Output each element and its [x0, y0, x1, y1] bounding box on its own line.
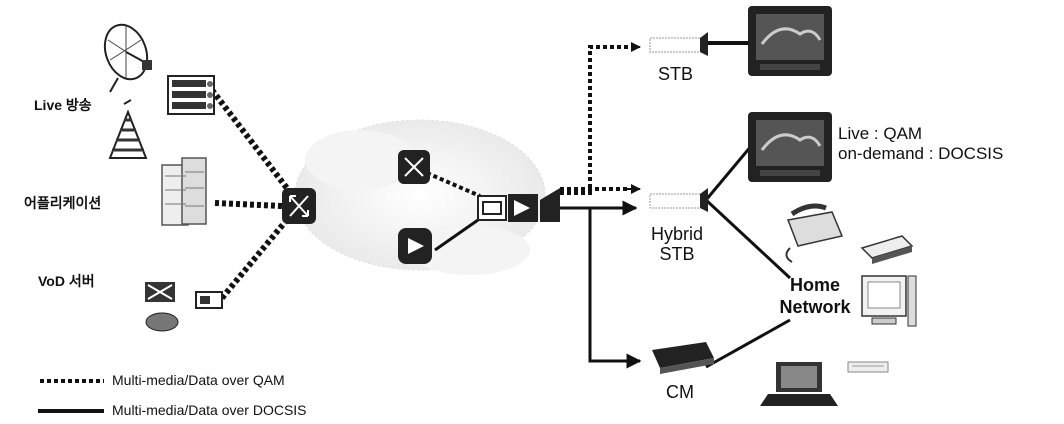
hybrid-stb-label-line2: STB [647, 244, 707, 264]
telephone-icon [786, 206, 842, 262]
vod-server-icon [145, 282, 222, 331]
streaming-server-icon [398, 228, 432, 264]
antenna-tower-icon [110, 100, 146, 158]
link-docsis-cm [590, 208, 634, 361]
source-label-application: 어플리케이션 [24, 193, 101, 213]
link-cm-homenet [706, 320, 790, 367]
link-hybrid-tv [706, 145, 752, 200]
home-router-icon [862, 236, 912, 264]
link-vod-core [222, 216, 290, 298]
hybrid-stb-label-line1: Hybrid [647, 224, 707, 244]
home-network-label: Home Network [760, 274, 870, 318]
television-icon [748, 6, 832, 76]
laptop-icon [760, 362, 838, 406]
device-label-stb: STB [658, 64, 693, 85]
source-label-live: Live 방송 [34, 95, 92, 115]
hybrid-mode-note: Live : QAM on-demand : DOCSIS [838, 124, 1003, 164]
link-app-core [215, 203, 282, 206]
core-switch-icon [282, 188, 316, 224]
link-hybrid-homenet [706, 200, 790, 278]
home-network-line1: Home [760, 274, 870, 296]
stb-icon [650, 32, 708, 56]
cable-modem-icon [652, 342, 714, 374]
peripheral-device-icon [848, 362, 888, 372]
link-live-core [212, 90, 296, 200]
hybrid-note-line1: Live : QAM [838, 124, 1003, 144]
device-label-cm: CM [666, 382, 694, 403]
router-icon [398, 150, 430, 184]
hybrid-television-icon [748, 112, 832, 182]
hybrid-note-line2: on-demand : DOCSIS [838, 144, 1003, 164]
application-server-icon [162, 158, 206, 225]
desktop-computer-icon [862, 276, 916, 326]
hybrid-stb-icon [650, 188, 708, 212]
link-qam-stb [560, 47, 634, 193]
legend-qam-label: Multi-media/Data over QAM [112, 372, 285, 388]
legend-docsis-label: Multi-media/Data over DOCSIS [112, 402, 307, 418]
satellite-dish-icon [98, 19, 155, 92]
source-label-vod: VoD 서버 [38, 271, 95, 291]
home-network-line2: Network [760, 296, 870, 318]
device-label-hybrid-stb: Hybrid STB [647, 224, 707, 264]
live-encoder-rack-icon [168, 76, 214, 114]
